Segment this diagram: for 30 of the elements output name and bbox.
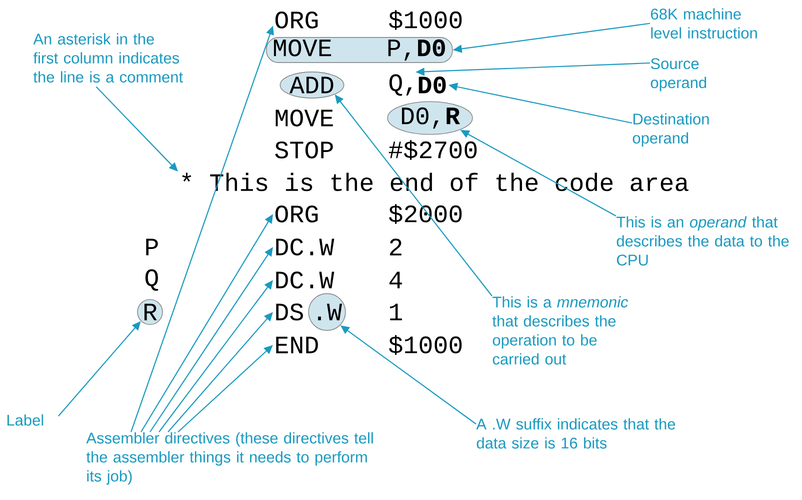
code-text: 4 (389, 272, 402, 288)
callout-text: Label (7, 414, 44, 426)
code-text: DS (276, 304, 303, 320)
code-text: ORG (275, 206, 318, 222)
callout-text: This is an operand that describes the data to the CPU (616, 216, 789, 266)
code-text: Q (145, 269, 158, 291)
code-text: DC.W (276, 272, 334, 288)
code-text: $1000 (389, 10, 462, 30)
code-text: MOVE (276, 110, 333, 126)
code-text: Q, (389, 74, 412, 96)
code-text: ORG (275, 12, 318, 28)
callout-text: An asterisk in the first column indicates the line is a comment (33, 33, 183, 83)
code-text: END (276, 336, 318, 354)
code-text: DC.W (276, 238, 334, 256)
callout-text: 68K machine level instruction (651, 8, 757, 39)
callout-text: This is a mnemonic that describes the operation to be carried out (492, 296, 628, 365)
arrow (178, 345, 273, 432)
highlight-band: MOVE P,D0 (266, 37, 453, 63)
callout-text: A .W suffix indicates that the data size is 16 bits (476, 418, 676, 449)
code-text: #$2700 (388, 140, 477, 160)
code-text: STOP (275, 142, 333, 158)
arrow (168, 312, 273, 432)
callout-text: Destination operand (632, 113, 709, 147)
code-text: D0 (418, 76, 446, 94)
callout-text: Source operand (650, 58, 706, 92)
code-text: P (146, 238, 158, 256)
code-text: $1000 (389, 335, 462, 355)
callout-text: Assembler directives (these directives tell the assembler things it needs to perform its job) (86, 432, 373, 485)
code-text: 1 (390, 304, 402, 320)
code-text: 2 (390, 238, 402, 256)
